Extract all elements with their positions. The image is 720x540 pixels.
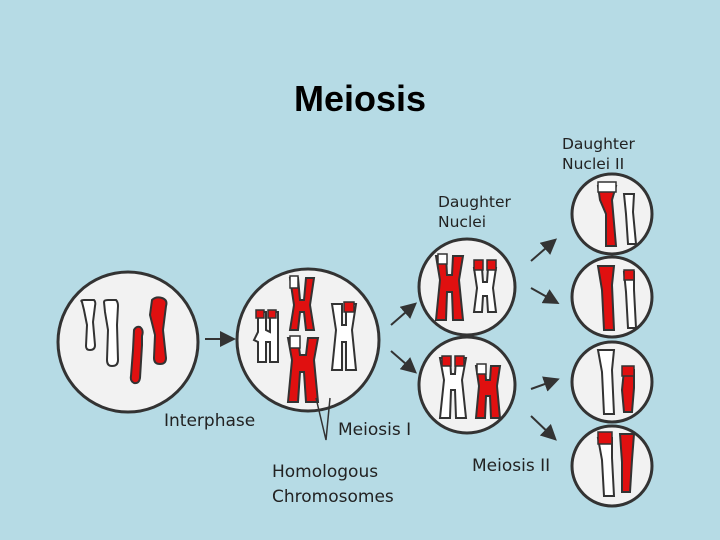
arrow-to-nuclei-ii-4 bbox=[530, 415, 557, 441]
arrow-to-daughter-top bbox=[390, 302, 418, 326]
meiosis-ii-label: Meiosis II bbox=[472, 456, 551, 476]
chromosome-white bbox=[80, 299, 97, 352]
arrow-to-nuclei-ii-2 bbox=[530, 287, 560, 304]
homologous-label-line2: Chromosomes bbox=[272, 487, 394, 507]
homologous-chromosomes-label: Homologous Chromosomes bbox=[272, 462, 394, 508]
meiosis-i-cell bbox=[235, 267, 381, 441]
daughter-nucleus-ii-2 bbox=[570, 255, 654, 339]
daughter-nucleus-ii-4 bbox=[570, 424, 654, 508]
chromosome-red bbox=[148, 296, 168, 366]
page-title: Meiosis bbox=[293, 78, 427, 119]
interphase-cell bbox=[56, 270, 200, 414]
chromosome-pair-red bbox=[288, 275, 316, 331]
chromosome-pair-white bbox=[330, 301, 358, 371]
arrow-to-nuclei-ii-3 bbox=[530, 376, 560, 392]
arrow-to-nuclei-ii-1 bbox=[530, 238, 558, 262]
daughter-nuclei-label-line2: Nuclei bbox=[438, 213, 487, 231]
daughter-nuclei-label-line1: Daughter bbox=[438, 193, 511, 211]
interphase-label: Interphase bbox=[164, 411, 256, 431]
daughter-nucleus-top bbox=[417, 237, 517, 337]
daughter-nuclei-ii-label-line1: Daughter bbox=[562, 135, 635, 153]
chromosome-pair-red bbox=[286, 335, 320, 403]
chromosome-white bbox=[102, 299, 120, 368]
daughter-nuclei-label: Daughter Nuclei bbox=[438, 192, 511, 232]
meiosis-i-label: Meiosis I bbox=[338, 420, 412, 440]
daughter-nucleus-ii-1 bbox=[570, 172, 654, 256]
homologous-label-line1: Homologous bbox=[272, 462, 379, 482]
daughter-nuclei-ii-label: Daughter Nuclei II bbox=[562, 134, 635, 174]
daughter-nucleus-ii-3 bbox=[570, 340, 654, 424]
chromosome-red bbox=[129, 325, 144, 385]
daughter-nuclei-ii-label-line2: Nuclei II bbox=[562, 155, 625, 173]
daughter-nucleus-bottom bbox=[417, 335, 517, 435]
arrow-to-daughter-bottom bbox=[390, 350, 418, 374]
chromosome-pair-white bbox=[252, 309, 279, 363]
